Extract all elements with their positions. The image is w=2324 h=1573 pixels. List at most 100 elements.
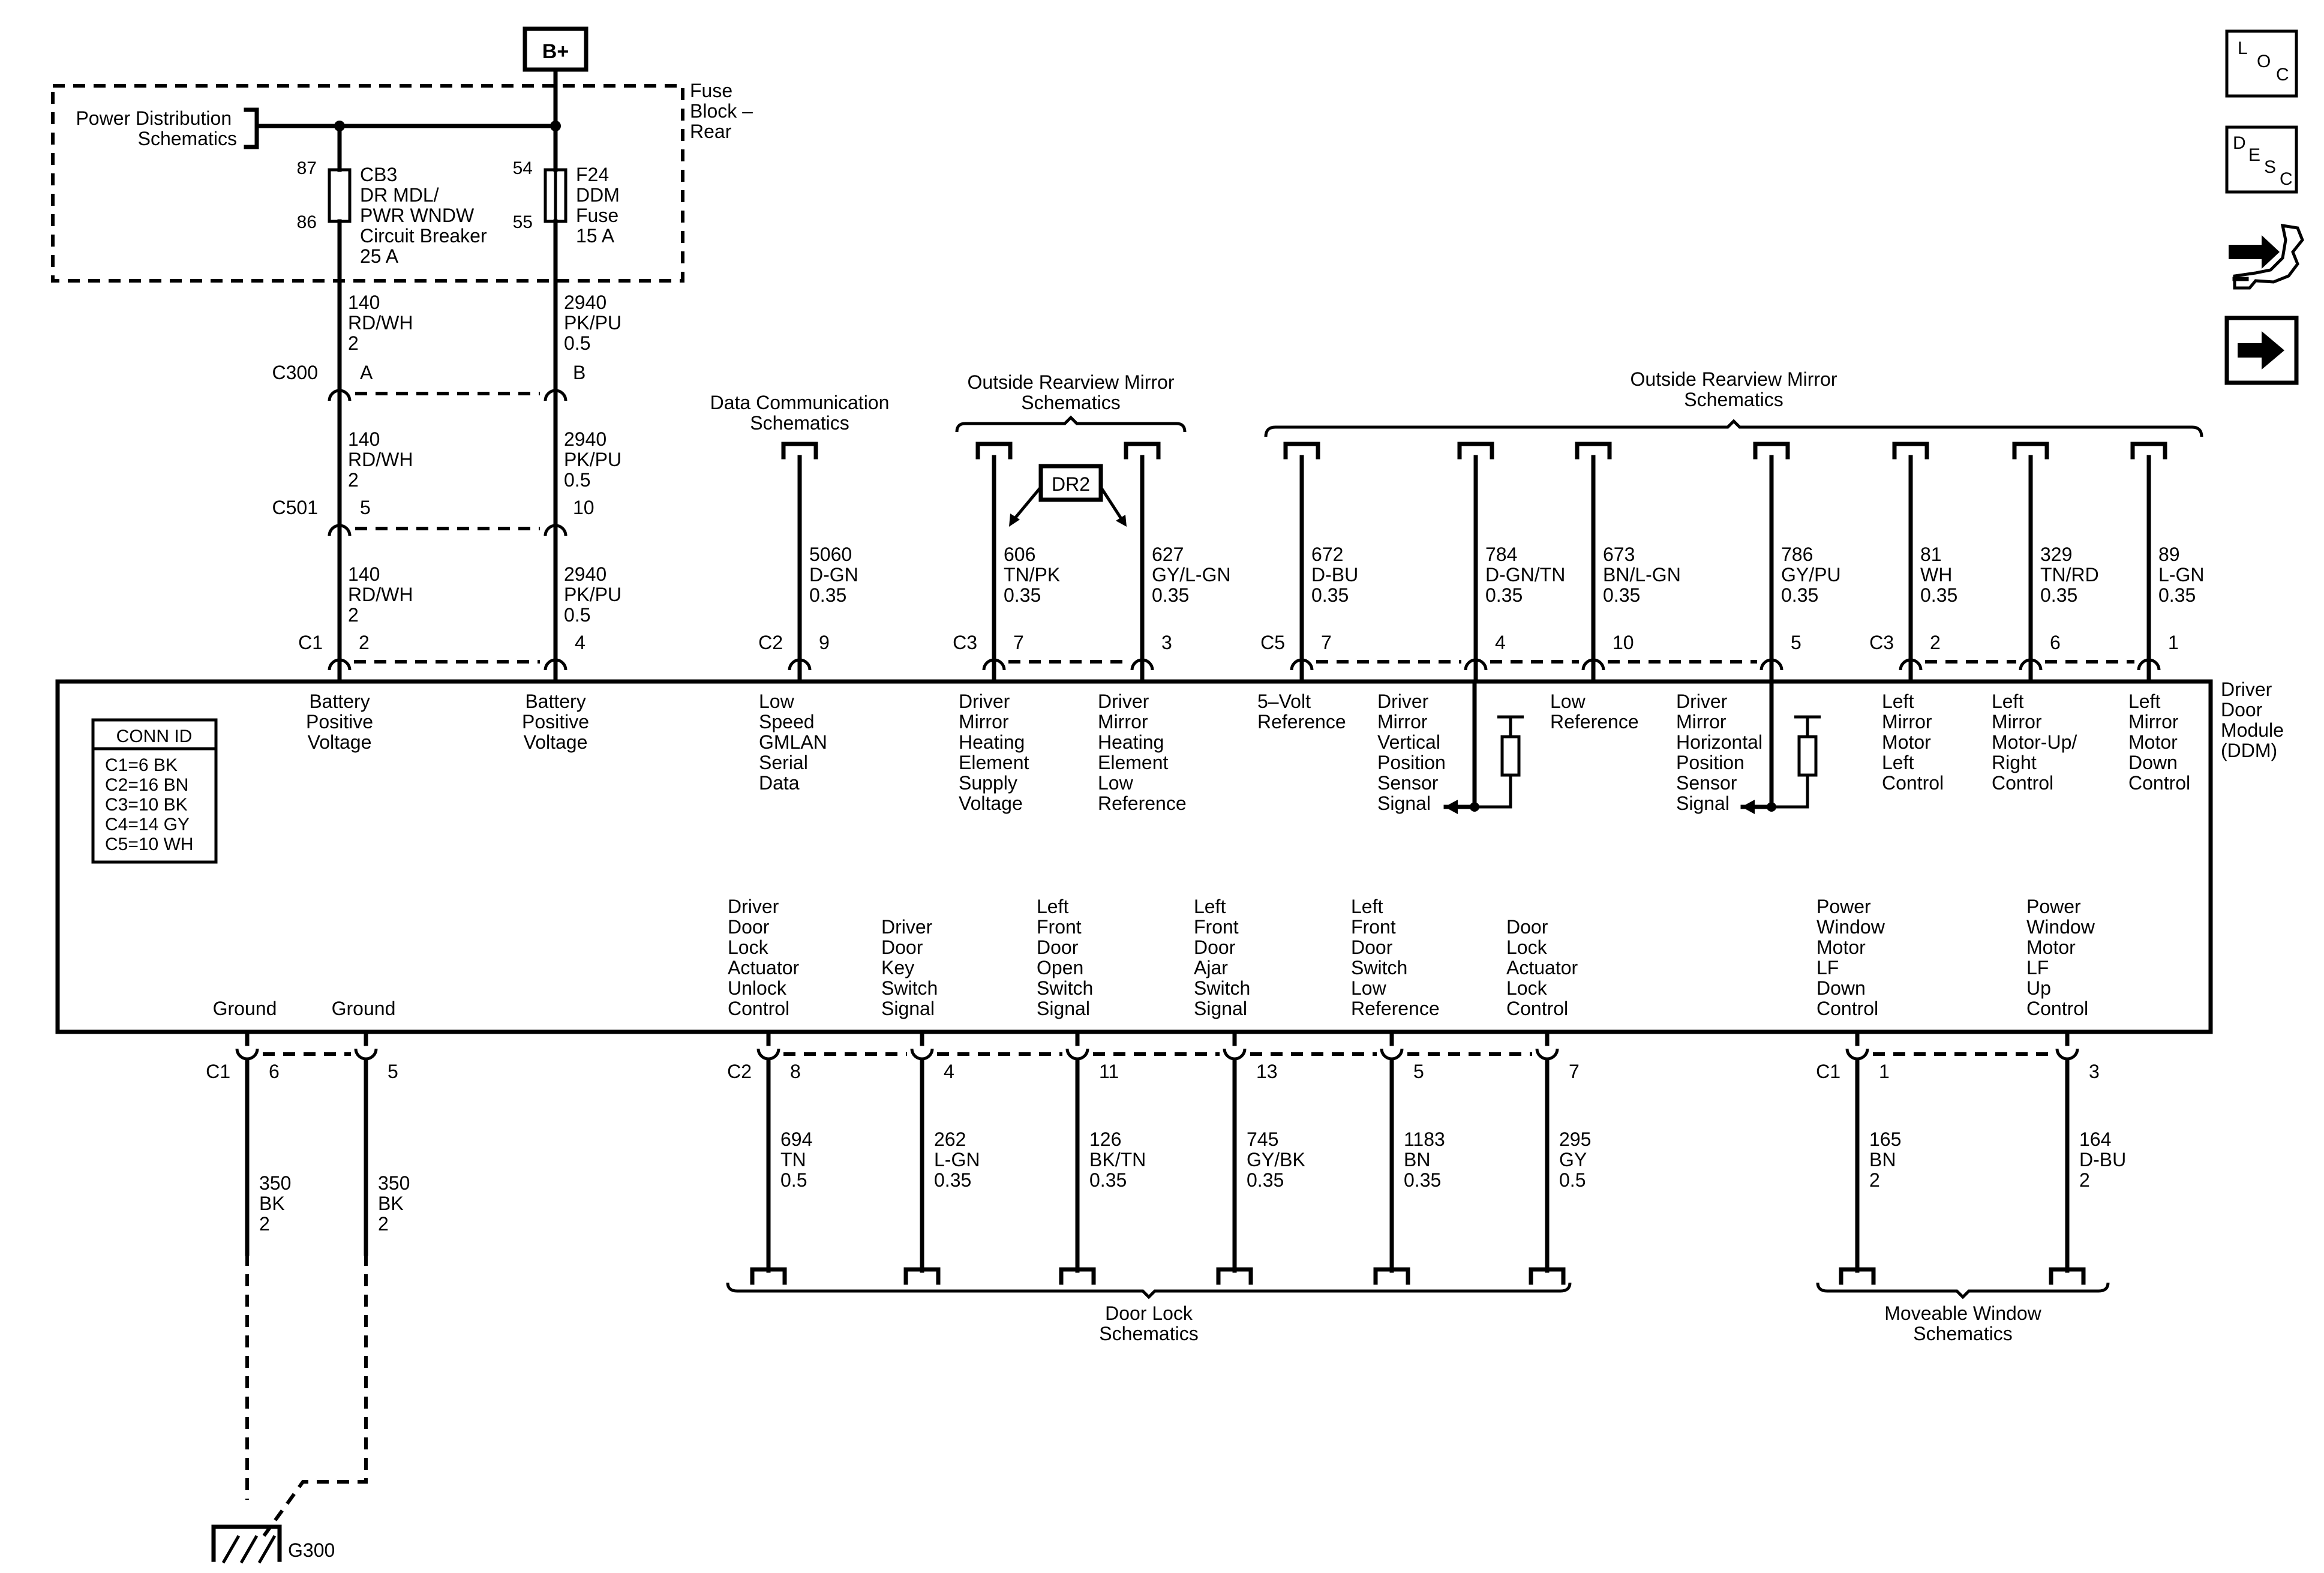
connector-terminal bbox=[2055, 1048, 2079, 1061]
vertical-sensor-arrow bbox=[1445, 800, 1458, 814]
conn-id-row: C4=14 GY bbox=[105, 815, 190, 834]
ground-g300-label: G300 bbox=[288, 1539, 335, 1561]
connector-c300[interactable]: C300 A B bbox=[272, 362, 586, 403]
side-toolbar: L O C D E S C bbox=[2224, 29, 2304, 385]
cb3-circuit-breaker-symbol bbox=[328, 168, 352, 223]
pin-number: 1 bbox=[1879, 1061, 1890, 1082]
ref-bracket bbox=[1059, 1267, 1096, 1285]
connector-terminal bbox=[1380, 1048, 1404, 1061]
arrow-right-icon[interactable] bbox=[2224, 316, 2299, 385]
mirror-ref-bracket-784 bbox=[1457, 442, 1494, 460]
connector-label: C2 bbox=[727, 1061, 752, 1082]
c300-pin-a: A bbox=[360, 362, 373, 383]
connector-terminal bbox=[1223, 1048, 1247, 1061]
power-distribution-ref-label[interactable]: Power Distribution Schematics bbox=[76, 107, 237, 149]
pin-number: 4 bbox=[1495, 632, 1506, 653]
pin-number: 10 bbox=[1613, 632, 1634, 653]
pin-number: 5 bbox=[388, 1061, 398, 1082]
desc-icon[interactable]: D E S C bbox=[2225, 125, 2298, 194]
ground-g300: G300 bbox=[211, 1254, 368, 1564]
pin-number: 7 bbox=[1013, 632, 1024, 653]
pin-number: 6 bbox=[269, 1061, 280, 1082]
connector-c501[interactable]: C501 5 10 bbox=[272, 497, 594, 538]
ref-bracket bbox=[2049, 1267, 2086, 1285]
power-supply-section: B+ Fuse Block – Rear Power Distribution … bbox=[51, 26, 753, 283]
connector-label: C1 bbox=[1816, 1061, 1840, 1082]
c501-pin-5: 5 bbox=[360, 497, 371, 518]
connector-terminal bbox=[1065, 1048, 1089, 1061]
pin-number: 9 bbox=[819, 632, 830, 653]
conn-id-row: C2=16 BN bbox=[105, 775, 188, 795]
dr2-option-label: DR2 bbox=[1052, 473, 1090, 495]
mirror-ref-bracket-672 bbox=[1283, 442, 1320, 460]
c300-label: C300 bbox=[272, 362, 319, 383]
svg-text:C: C bbox=[2276, 65, 2289, 85]
loc-icon[interactable]: L O C bbox=[2225, 29, 2298, 98]
pin-number: 2 bbox=[359, 632, 370, 653]
internal-sensor-circuits bbox=[1443, 679, 1821, 814]
svg-text:S: S bbox=[2264, 157, 2276, 177]
mirror-ref-bracket-89 bbox=[2130, 442, 2167, 460]
connector-label: C2 bbox=[758, 632, 783, 653]
connector-terminal bbox=[756, 1048, 780, 1061]
ref-bracket bbox=[750, 1267, 787, 1285]
f24-label: F24 DDM Fuse 15 A bbox=[576, 164, 625, 247]
moveable-window-brace bbox=[1816, 1282, 2110, 1299]
conn-id-row: C3=10 BK bbox=[105, 795, 188, 815]
connector-swap-icon[interactable] bbox=[2229, 223, 2304, 290]
pin-number: 2 bbox=[1930, 632, 1941, 653]
c501-label: C501 bbox=[272, 497, 319, 518]
vertical-sensor-resistor bbox=[1500, 735, 1521, 777]
